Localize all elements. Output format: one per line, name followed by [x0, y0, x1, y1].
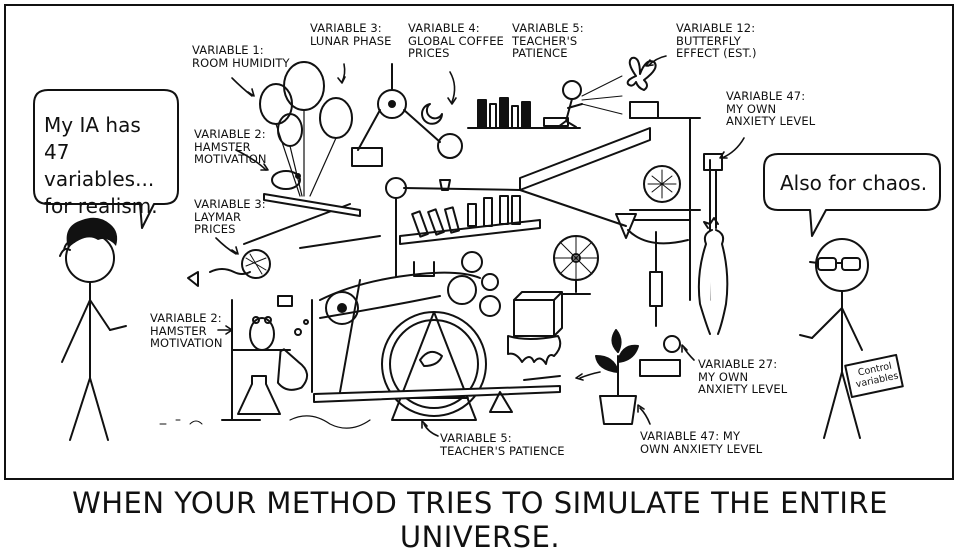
seesaw — [289, 375, 561, 429]
right-speech-bubble — [763, 153, 941, 237]
label-var12-butterfly: Variable 12: Butterfly effect (est.) — [676, 21, 757, 60]
left-stick-figure — [59, 217, 127, 441]
comic-panel — [4, 4, 954, 480]
rubber-chicken — [697, 169, 729, 335]
label-var27-anxiety: Variable 27: My own anxiety level — [698, 357, 788, 396]
left-speech-text: My IA has 47 variables... for realism. — [44, 113, 158, 218]
floor-specks — [159, 419, 203, 425]
potted-plant — [595, 329, 639, 425]
fan-icon — [553, 235, 599, 295]
label-var5-teacher-top: Variable 5: Teacher's patience — [512, 21, 584, 60]
label-var3-lunar-phase: Variable 3: Lunar phase — [310, 21, 392, 48]
right-pulley — [519, 189, 689, 245]
lunar-pulley — [351, 63, 463, 167]
balloons — [259, 61, 353, 197]
flask — [276, 319, 309, 391]
bookshelf-top — [467, 75, 623, 129]
hanging-bottle — [639, 231, 681, 377]
rube-goldberg-machine — [187, 177, 541, 393]
melting-ice — [507, 291, 563, 365]
label-var47-anxiety-top: Variable 47: My own anxiety level — [726, 89, 816, 128]
label-var2-hamster-top: Variable 2: Hamster motivation — [194, 127, 267, 166]
label-var1-room-humidity: Variable 1: Room humidity — [192, 43, 290, 70]
label-var3-laymar: Variable 3: Laymar prices — [194, 197, 266, 236]
label-var4-coffee: Variable 4: Global coffee prices — [408, 21, 504, 60]
hamster-wheel — [381, 311, 487, 421]
butterfly-icon — [626, 56, 657, 91]
label-arrows — [215, 55, 745, 437]
contraption-drawing — [33, 55, 941, 441]
label-var2-hamster-bottom: Variable 2: Hamster motivation — [150, 311, 223, 350]
label-var5-teacher-bottom: Variable 5: Teacher's patience — [440, 431, 565, 458]
hamster-bottom — [221, 299, 291, 421]
right-stick-figure — [799, 238, 904, 439]
label-var47-anxiety-bottom: Variable 47: My own anxiety level — [640, 429, 763, 456]
hamster-top — [263, 170, 361, 217]
right-speech-text: Also for chaos. — [780, 171, 928, 195]
left-speech-bubble — [33, 89, 179, 229]
comic-caption: When your method tries to simulate the e… — [72, 486, 888, 554]
